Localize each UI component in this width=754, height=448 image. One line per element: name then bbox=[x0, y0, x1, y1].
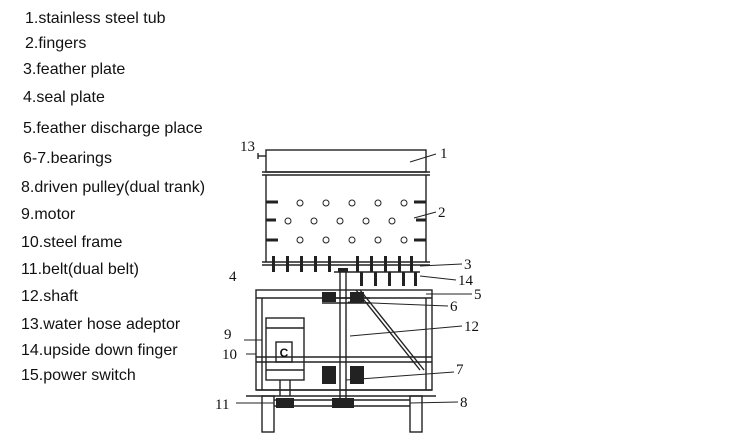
callout-4: 4 bbox=[229, 269, 237, 285]
callout-11: 11 bbox=[215, 397, 229, 413]
callout-9: 9 bbox=[224, 327, 232, 343]
lower-bearing bbox=[322, 366, 364, 384]
legend-item-10: 10.steel frame bbox=[21, 234, 123, 251]
shaft bbox=[339, 268, 347, 406]
callout-10: 10 bbox=[222, 347, 237, 363]
legend-item-3: 3.feather plate bbox=[23, 61, 126, 78]
callout-2: 2 bbox=[438, 205, 446, 221]
legend-item-8: 8.driven pulley(dual trank) bbox=[21, 179, 206, 196]
stainless-steel-tub bbox=[262, 149, 430, 262]
feather-plate bbox=[262, 261, 430, 266]
legend-item-4: 4.seal plate bbox=[23, 89, 105, 106]
callout-5: 5 bbox=[474, 287, 482, 303]
callout-13: 13 bbox=[240, 139, 255, 155]
callout-7: 7 bbox=[456, 362, 464, 378]
callout-3: 3 bbox=[464, 257, 472, 273]
motor-label: C bbox=[280, 346, 289, 360]
driven-pulley bbox=[276, 398, 354, 408]
callout-12: 12 bbox=[464, 319, 479, 335]
callout-1: 1 bbox=[440, 146, 448, 162]
legend-item-2: 2.fingers bbox=[25, 35, 87, 52]
callout-6: 6 bbox=[450, 299, 458, 315]
parts-legend: 1.stainless steel tub 2.fingers 3.feathe… bbox=[0, 0, 240, 448]
tub-holes bbox=[284, 199, 408, 244]
motor bbox=[265, 317, 305, 396]
upper-bearing bbox=[322, 292, 364, 302]
legend-item-15: 15.power switch bbox=[21, 367, 136, 384]
legend-item-14: 14.upside down finger bbox=[21, 342, 178, 359]
callout-leaders bbox=[236, 153, 472, 404]
steel-frame bbox=[246, 289, 436, 433]
legend-item-12: 12.shaft bbox=[21, 288, 78, 305]
side-fingers bbox=[266, 200, 426, 242]
plate-fingers bbox=[272, 256, 413, 272]
callout-8: 8 bbox=[460, 395, 468, 411]
legend-item-6-7: 6-7.bearings bbox=[23, 150, 112, 167]
legend-item-1: 1.stainless steel tub bbox=[25, 10, 166, 27]
upside-down-finger-pins bbox=[360, 272, 417, 286]
legend-item-5: 5.feather discharge place bbox=[23, 120, 203, 137]
water-hose-adaptor bbox=[257, 153, 266, 159]
callout-14: 14 bbox=[458, 273, 474, 289]
legend-item-11: 11.belt(dual belt) bbox=[21, 261, 139, 278]
legend-item-9: 9.motor bbox=[21, 206, 76, 223]
legend-item-13: 13.water hose adeptor bbox=[21, 316, 181, 333]
